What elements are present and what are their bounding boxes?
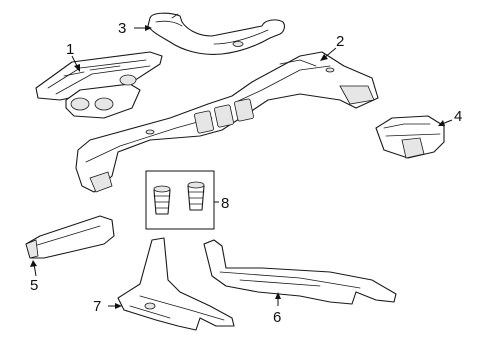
part-7-floor-duct [117, 237, 235, 331]
callout-3: 3 [118, 20, 126, 37]
part-6-floor-duct [203, 239, 397, 305]
part-2-main-duct [75, 51, 379, 193]
callout-7: 7 [93, 298, 101, 315]
callout-2: 2 [336, 33, 344, 50]
clip-right [187, 181, 205, 211]
part-1-center-vent [35, 51, 163, 119]
part-8-box [145, 170, 215, 230]
callout-1: 1 [66, 41, 74, 58]
part-3-upper-duct [147, 12, 285, 55]
part-5-small-duct [25, 215, 115, 259]
part-4-side-outlet [375, 115, 445, 159]
callout-5: 5 [30, 277, 38, 294]
callout-8: 8 [221, 195, 229, 212]
clip-left [153, 185, 171, 215]
callout-4: 4 [454, 108, 462, 125]
callout-leaders [30, 25, 453, 309]
part-8-clips [145, 170, 215, 230]
callout-6: 6 [273, 309, 281, 326]
